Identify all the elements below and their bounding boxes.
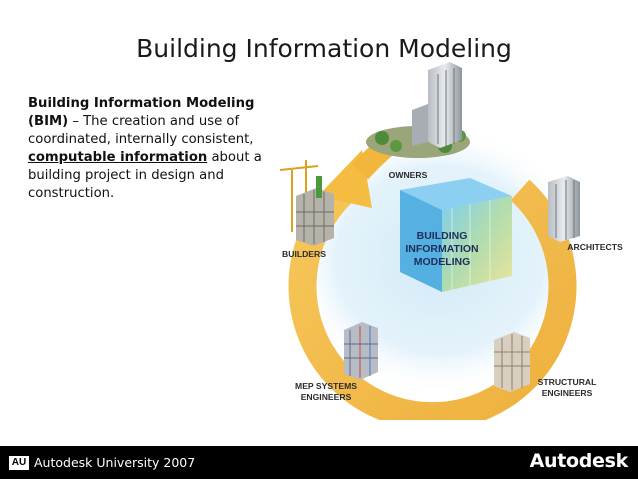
slide-title: Building Information Modeling — [136, 34, 512, 63]
bim-cycle-diagram — [279, 62, 590, 420]
mep-building — [344, 322, 378, 380]
bim-definition: Building Information Modeling (BIM) – Th… — [28, 95, 278, 203]
au-logo: AU — [9, 456, 29, 470]
footer-bar: AU Autodesk University 2007 Autodesk — [0, 446, 638, 479]
architects-building — [548, 176, 580, 242]
bim-center-line3: MODELING — [413, 256, 471, 268]
structural-building — [494, 332, 530, 392]
autodesk-logo: Autodesk — [529, 450, 629, 472]
bim-cube — [400, 178, 512, 292]
mep-label-line2: ENGINEERS — [300, 392, 352, 402]
event-name: Autodesk University 2007 — [34, 455, 196, 470]
definition-intro: – The creation and use of coordinated, i… — [28, 114, 254, 147]
mep-label: MEP SYSTEMS ENGINEERS — [286, 381, 366, 403]
bim-center-label: BUILDING INFORMATION MODELING — [396, 230, 488, 269]
structural-label-line1: STRUCTURAL — [537, 377, 597, 387]
bim-center-line2: INFORMATION — [405, 243, 479, 255]
builders-construction — [279, 160, 334, 246]
definition-emphasis: computable information — [28, 150, 208, 165]
owners-label: OWNERS — [388, 170, 428, 180]
owners-building — [366, 62, 470, 158]
bim-center-line1: BUILDING — [416, 230, 468, 242]
builders-label: BUILDERS — [282, 249, 326, 259]
cycle-arrow — [288, 179, 577, 420]
structural-label: STRUCTURAL ENGINEERS — [530, 377, 604, 399]
definition-rest: about a building project in design and c… — [28, 150, 262, 201]
mep-label-line1: MEP SYSTEMS — [295, 381, 357, 391]
structural-label-line2: ENGINEERS — [541, 388, 593, 398]
definition-term: Building Information Modeling (BIM) — [28, 96, 255, 129]
architects-label: ARCHITECTS — [567, 242, 623, 252]
